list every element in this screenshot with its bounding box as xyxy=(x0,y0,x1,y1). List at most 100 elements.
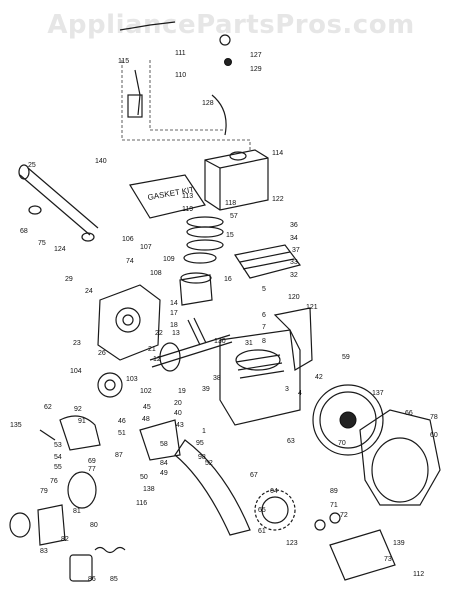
callout-114: 114 xyxy=(272,150,284,157)
base-flange xyxy=(174,439,251,536)
callout-95: 95 xyxy=(196,440,204,447)
callout-108: 108 xyxy=(150,270,162,277)
callout-91: 91 xyxy=(78,418,86,425)
callout-61: 61 xyxy=(258,528,266,535)
callout-14: 14 xyxy=(170,300,178,307)
callout-76: 76 xyxy=(50,478,58,485)
callout-45: 45 xyxy=(143,404,151,411)
callout-38: 38 xyxy=(213,375,221,382)
callout-36: 36 xyxy=(290,222,298,229)
callout-89: 89 xyxy=(330,488,338,495)
callout-109: 109 xyxy=(163,256,175,263)
callout-138: 138 xyxy=(143,486,155,493)
callout-112: 112 xyxy=(413,571,425,578)
callout-92: 92 xyxy=(74,406,82,413)
callout-104: 104 xyxy=(70,368,82,375)
callout-22: 22 xyxy=(155,330,163,337)
callout-58: 58 xyxy=(160,441,168,448)
callout-79: 79 xyxy=(40,488,48,495)
callout-102: 102 xyxy=(140,388,152,395)
callout-86: 86 xyxy=(88,576,96,583)
connecting-rod xyxy=(187,317,207,346)
blower-housing xyxy=(359,409,441,506)
callout-69: 69 xyxy=(88,458,96,465)
callout-8: 8 xyxy=(262,338,266,345)
callout-75: 75 xyxy=(38,240,46,247)
callout-115: 115 xyxy=(118,58,130,65)
piston-rings xyxy=(183,216,224,264)
callout-6: 6 xyxy=(262,312,266,319)
crankshaft xyxy=(149,334,233,372)
callout-74: 74 xyxy=(126,258,134,265)
callout-55: 55 xyxy=(54,464,62,471)
callout-49: 49 xyxy=(160,470,168,477)
callout-84: 84 xyxy=(160,460,168,467)
air-filter xyxy=(9,471,97,546)
callout-98: 98 xyxy=(198,454,206,461)
callout-52: 52 xyxy=(205,460,213,467)
callout-46: 46 xyxy=(118,418,126,425)
callout-116: 116 xyxy=(136,500,148,507)
callout-78: 78 xyxy=(430,414,438,421)
callout-19: 19 xyxy=(178,388,186,395)
callout-107: 107 xyxy=(140,244,152,251)
callout-13: 13 xyxy=(172,330,180,337)
callout-81: 81 xyxy=(73,508,81,515)
callout-50: 50 xyxy=(140,474,148,481)
callout-62: 62 xyxy=(44,404,52,411)
callout-16: 16 xyxy=(224,276,232,283)
callout-43: 43 xyxy=(176,422,184,429)
callout-106: 106 xyxy=(122,236,134,243)
callout-23: 23 xyxy=(73,340,81,347)
callout-60: 60 xyxy=(430,432,438,439)
callout-15: 15 xyxy=(226,232,234,239)
callout-21: 21 xyxy=(148,346,156,353)
callout-140: 140 xyxy=(95,158,107,165)
callout-119: 119 xyxy=(182,206,194,213)
callout-121: 121 xyxy=(306,304,318,311)
callout-87: 87 xyxy=(115,452,123,459)
callout-57: 57 xyxy=(230,213,238,220)
callout-20: 20 xyxy=(174,400,182,407)
callout-83: 83 xyxy=(40,548,48,555)
callout-110: 110 xyxy=(175,72,187,79)
callout-65: 65 xyxy=(258,507,266,514)
callout-18: 18 xyxy=(170,322,178,329)
callout-80: 80 xyxy=(90,522,98,529)
callout-68: 68 xyxy=(20,228,28,235)
gear xyxy=(254,489,296,531)
callout-42: 42 xyxy=(315,374,323,381)
callout-123: 123 xyxy=(286,540,298,547)
callout-64: 64 xyxy=(270,488,278,495)
callout-128: 128 xyxy=(202,100,214,107)
callout-129: 129 xyxy=(250,66,262,73)
callout-3: 3 xyxy=(285,386,289,393)
fuel-line-assembly xyxy=(119,21,251,150)
callout-70: 70 xyxy=(338,440,346,447)
callout-135: 135 xyxy=(10,422,22,429)
callout-124: 124 xyxy=(54,246,66,253)
callout-5: 5 xyxy=(262,286,266,293)
callout-24: 24 xyxy=(85,288,93,295)
lower-housing xyxy=(314,512,396,581)
callout-51: 51 xyxy=(118,430,126,437)
callout-118: 118 xyxy=(225,200,237,207)
callout-26: 26 xyxy=(98,350,106,357)
callout-111: 111 xyxy=(175,50,186,57)
callout-103: 103 xyxy=(126,376,138,383)
callout-4: 4 xyxy=(298,390,302,397)
piston xyxy=(179,272,213,306)
callout-48: 48 xyxy=(142,416,150,423)
callout-137: 137 xyxy=(372,390,384,397)
muffler-pipe xyxy=(18,164,99,242)
callout-32: 32 xyxy=(290,272,298,279)
callout-72: 72 xyxy=(340,512,348,519)
spring-part xyxy=(69,546,126,582)
callout-12: 12 xyxy=(153,356,161,363)
cylinder-baffle xyxy=(273,307,313,371)
callout-31: 31 xyxy=(245,340,253,347)
callout-33: 33 xyxy=(290,259,298,266)
callout-53: 53 xyxy=(54,442,62,449)
callout-25: 25 xyxy=(28,162,36,169)
